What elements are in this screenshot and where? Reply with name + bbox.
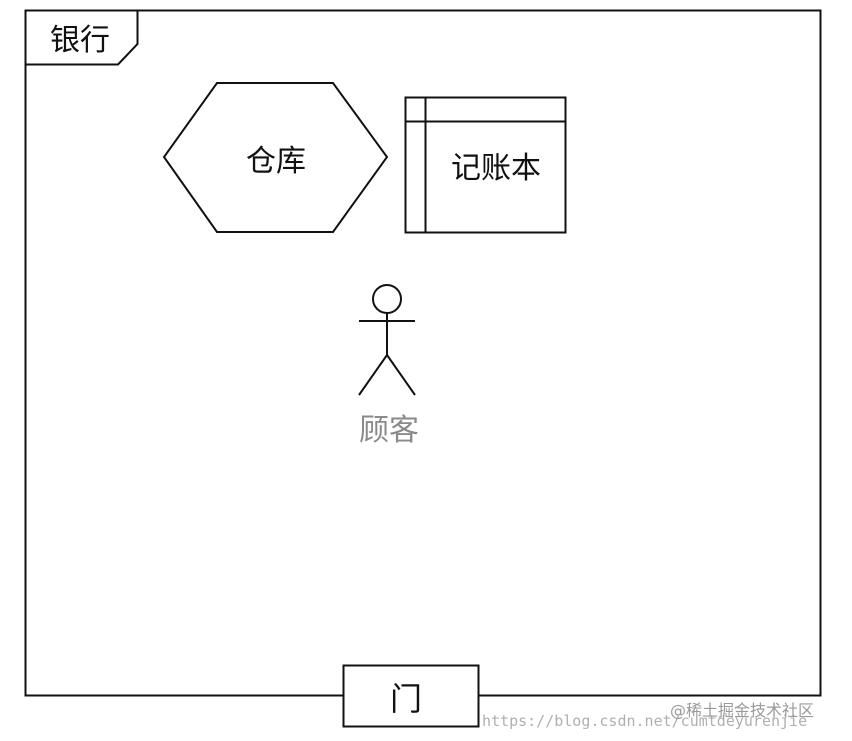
- watermark-brand: @稀土掘金技术社区: [670, 701, 814, 720]
- customer-label: 顾客: [359, 413, 419, 448]
- customer-actor-icon: [358, 284, 416, 396]
- ledger-label: 记账本: [451, 151, 541, 186]
- ledger-shape: [404, 96, 567, 234]
- warehouse-label: 仓库: [246, 144, 306, 179]
- watermark-url: https://blog.csdn.net/cumtdeyurenjie: [482, 712, 807, 730]
- frame-title-tab: [25, 10, 139, 66]
- frame-title: 银行: [50, 23, 110, 58]
- door-label: 门: [390, 680, 422, 718]
- door-box: [342, 664, 480, 728]
- warehouse-hexagon: [162, 82, 389, 233]
